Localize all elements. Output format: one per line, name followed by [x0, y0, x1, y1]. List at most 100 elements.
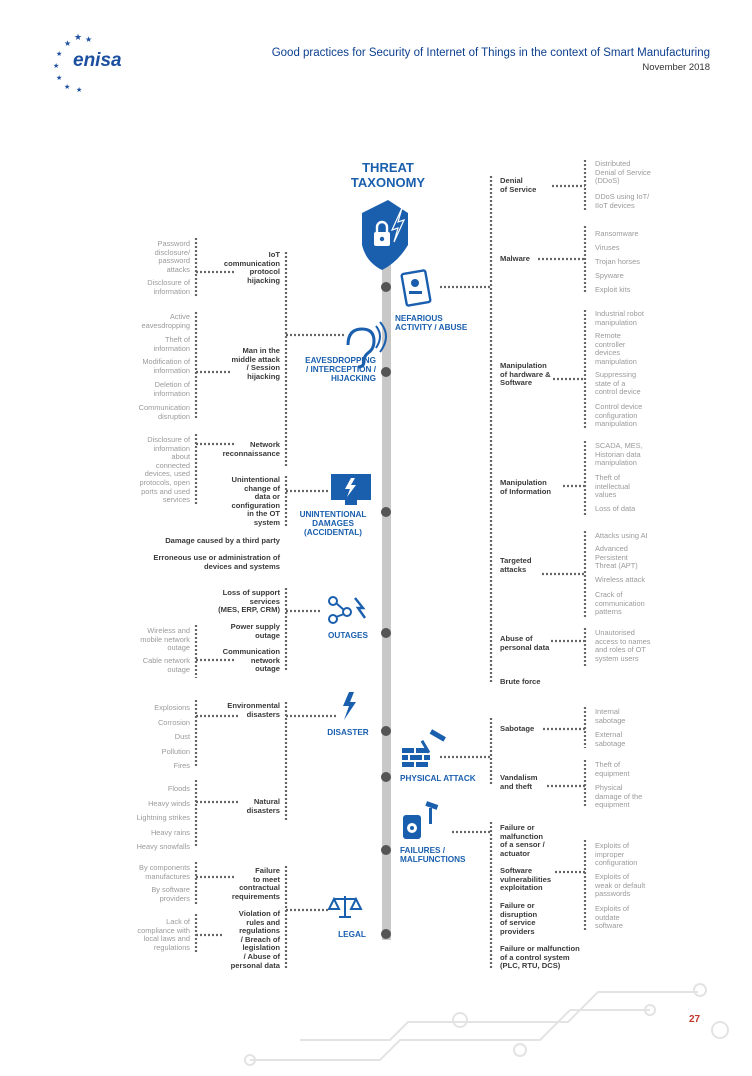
brick-wall-hammer-icon [402, 729, 446, 767]
category-disaster: DISASTER [327, 728, 369, 737]
lightning-icon [343, 692, 356, 720]
spine-node-eavesdropping [381, 367, 391, 377]
ear-icon [346, 321, 387, 369]
category-legal: LEGAL [338, 930, 366, 939]
spine-node-legal [381, 929, 391, 939]
item-ddos-iot: DDoS using IoT/IIoT devices [595, 192, 650, 210]
spine-node-failures [381, 845, 391, 855]
threat-malware: Malware [500, 254, 530, 263]
item-attacks-ai: Attacks using AI [595, 531, 648, 540]
page-number: 27 [689, 1014, 701, 1025]
logo-stars-icon: ★★★ ★★★ ★★ [53, 32, 92, 94]
spine-node-disaster [381, 726, 391, 736]
item-wireless-attack: Wireless attack [595, 575, 646, 584]
svg-text:★: ★ [53, 62, 59, 70]
monitor-icon [331, 474, 371, 505]
enisa-logo: ★★★ ★★★ ★★ [44, 28, 114, 98]
svg-text:★: ★ [76, 86, 82, 94]
broken-device-icon [403, 801, 439, 839]
svg-text:★: ★ [85, 35, 92, 44]
svg-text:★: ★ [64, 83, 70, 91]
shield-icon [362, 200, 408, 270]
connector-lines [194, 160, 587, 970]
circuit-decoration [244, 983, 729, 1066]
category-outages: OUTAGES [328, 631, 368, 640]
document-date: November 2018 [642, 62, 710, 73]
category-physical-attack: PHYSICAL ATTACK [400, 774, 476, 783]
id-card-icon [400, 269, 432, 307]
network-outage-icon [328, 596, 366, 624]
category-eavesdropping: EAVESDROPPING/ INTERCEPTION /HIJACKING [305, 356, 376, 383]
threat-brute-force: Brute force [500, 677, 541, 686]
spine-node-physical [381, 772, 391, 782]
scale-of-justice-icon [327, 896, 363, 918]
document-title: Good practices for Security of Internet … [271, 47, 710, 59]
spine-node-nefarious [381, 282, 391, 292]
logo-text: enisa [73, 50, 122, 71]
spine [382, 258, 391, 940]
spine-node-unintentional [381, 507, 391, 517]
threat-third-party: Damage caused by a third party [165, 536, 280, 545]
svg-text:★: ★ [74, 32, 82, 42]
item-loss-data: Loss of data [595, 504, 636, 513]
spine-node-outages [381, 628, 391, 638]
svg-text:★: ★ [56, 50, 62, 58]
svg-text:★: ★ [64, 39, 71, 48]
category-failures: FAILURES /MALFUNCTIONS [400, 846, 466, 864]
